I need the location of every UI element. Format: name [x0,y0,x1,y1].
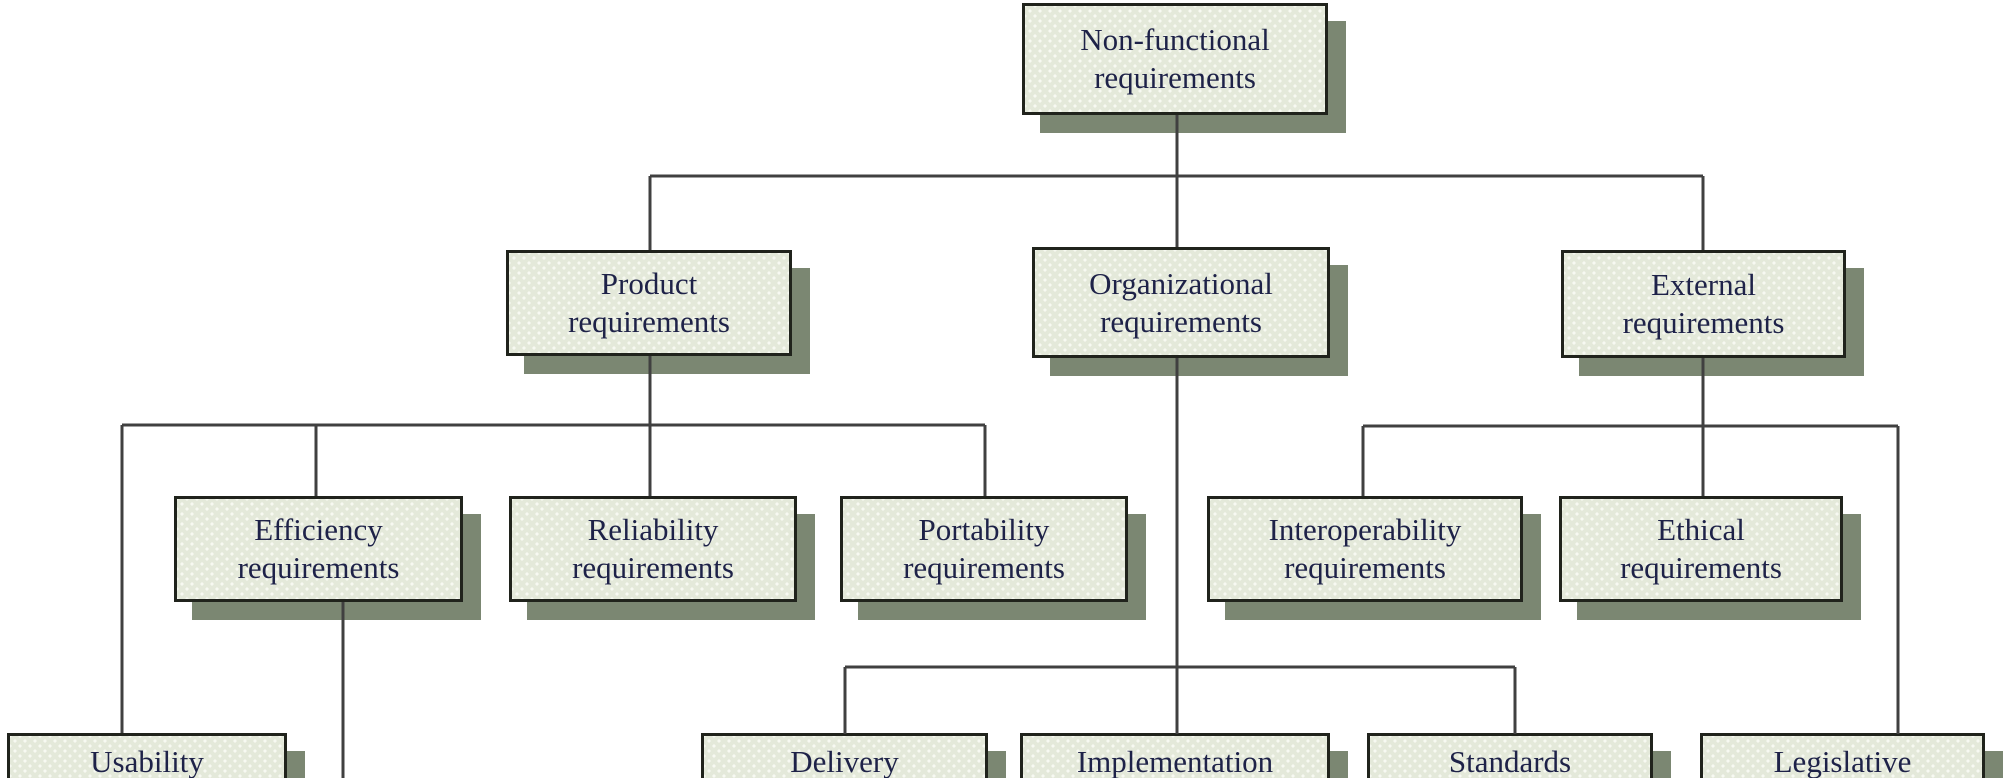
node-label-line: requirements [903,550,1065,585]
node-label-line: requirements [1284,550,1446,585]
node-implementation-requirements: Implementation [1020,733,1330,778]
node-label-line: Standards [1448,744,1572,778]
node-label-line: Ethical [1657,512,1745,547]
node-label-line: Reliability [587,512,719,547]
node-label-line: requirements [237,550,400,585]
node-label-line: requirements [1094,60,1256,95]
node-standards-requirements: Standards [1367,733,1653,778]
node-label-line: Legislative [1773,744,1912,778]
node-reliability-requirements: Reliability requirements [509,496,797,602]
node-ethical-requirements: Ethical requirements [1559,496,1843,602]
node-label-line: Efficiency [254,512,383,547]
node-label-line: Product [600,266,698,301]
node-external-requirements: External requirements [1561,250,1846,358]
node-label-line: requirements [1620,550,1782,585]
node-portability-requirements: Portability requirements [840,496,1128,602]
node-label-line: Usability [90,744,204,778]
node-product-requirements: Product requirements [506,250,792,356]
node-label-line: requirements [568,304,730,339]
node-delivery-requirements: Delivery [701,733,988,778]
node-usability-requirements: Usability [7,733,287,778]
node-non-functional-requirements: Non-functional requirements [1022,3,1328,115]
node-label-line: Interoperability [1268,512,1462,547]
node-label-line: requirements [572,550,734,585]
node-label-line: Delivery [790,744,899,778]
node-label-line: Implementation [1076,744,1274,778]
node-efficiency-requirements: Efficiency requirements [174,496,463,602]
node-label-line: External [1650,267,1756,302]
node-label-line: Portability [918,512,1050,547]
node-label-line: requirements [1622,305,1785,340]
node-organizational-requirements: Organizational requirements [1032,247,1330,358]
node-label-line: requirements [1100,303,1262,339]
node-label-line: Non-functional [1080,22,1270,57]
node-label-line: Organizational [1089,265,1273,301]
node-interoperability-requirements: Interoperability requirements [1207,496,1523,602]
node-legislative-requirements: Legislative [1700,733,1985,778]
